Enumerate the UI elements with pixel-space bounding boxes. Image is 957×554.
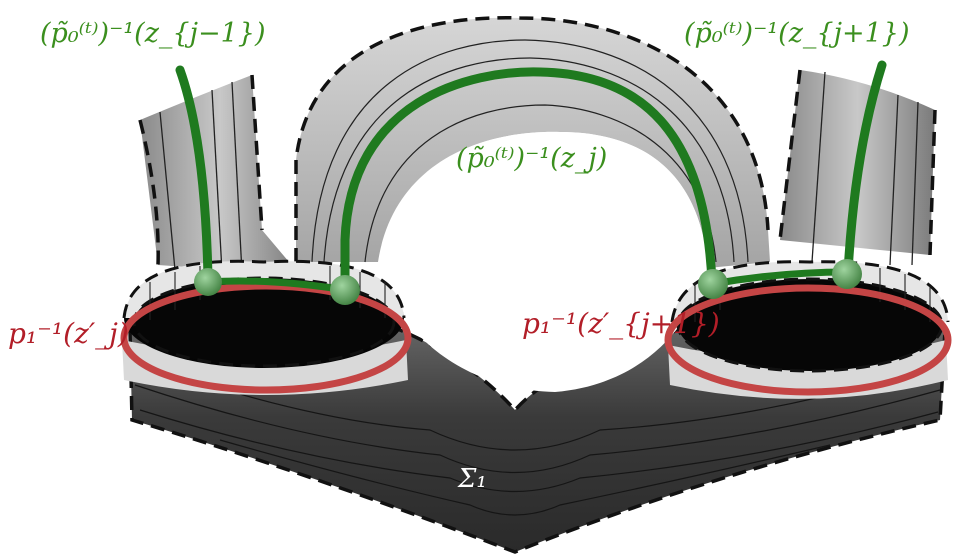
label-preimage-center: (p̃₀⁽ᵗ⁾)⁻¹(z_j): [456, 143, 608, 174]
red-circle-right: [664, 284, 952, 396]
green-curve-arch: [340, 67, 717, 295]
label-preimage-right: (p̃₀⁽ᵗ⁾)⁻¹(z_{j+1}): [684, 18, 910, 49]
arch-hole: [378, 131, 708, 392]
label-surface: Σ₁: [458, 464, 487, 494]
central-arch: [296, 17, 770, 268]
green-points: [194, 259, 862, 305]
green-curve-left: [175, 65, 213, 283]
label-preimage-left: (p̃₀⁽ᵗ⁾)⁻¹(z_{j−1}): [40, 18, 266, 49]
label-boundary-right: p₁⁻¹(z′_{j+1}): [522, 307, 720, 340]
base-contours: [134, 359, 941, 516]
green-curve-right: [843, 60, 887, 277]
label-boundary-left: p₁⁻¹(z′_j): [8, 317, 129, 350]
red-circle-left: [120, 282, 412, 394]
left-tube: [140, 75, 300, 275]
